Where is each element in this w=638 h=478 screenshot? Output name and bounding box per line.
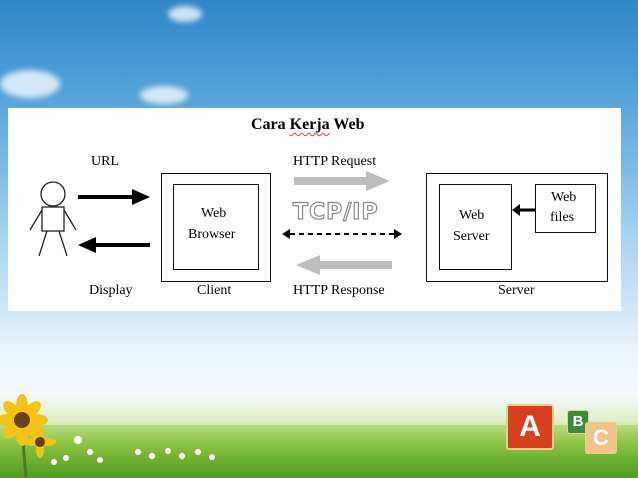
display-arrow	[78, 237, 150, 253]
url-arrow	[78, 189, 150, 205]
http-response-label: HTTP Response	[293, 283, 385, 298]
client-label: Client	[197, 283, 232, 298]
stick-figure-user	[29, 181, 77, 257]
web-server-line1: Web	[459, 208, 485, 223]
diagram-panel: Cara Kerja Web URL Display Web Browser C…	[8, 108, 621, 311]
web-browser-box	[173, 184, 259, 270]
cloud	[168, 6, 202, 22]
web-files-box	[535, 184, 596, 233]
block-a-icon: A	[506, 404, 554, 450]
block-c-icon: C	[585, 422, 617, 454]
url-label: URL	[91, 154, 119, 169]
server-label: Server	[498, 283, 535, 298]
display-label: Display	[89, 283, 133, 298]
diagram-title: Cara Kerja Web	[251, 116, 365, 133]
http-response-arrow	[296, 255, 392, 275]
http-request-label: HTTP Request	[293, 154, 377, 169]
cloud	[0, 70, 60, 98]
web-files-line1: Web	[551, 190, 577, 205]
web-files-line2: files	[550, 210, 575, 225]
web-server-line2: Server	[453, 229, 490, 244]
tcp-ip-label: TCP/IP	[292, 199, 379, 225]
http-request-arrow	[294, 171, 390, 191]
cloud	[140, 86, 188, 104]
web-server-box	[439, 184, 512, 270]
sunflower-decoration	[0, 394, 103, 478]
web-browser-line2: Browser	[188, 227, 236, 242]
web-browser-line1: Web	[201, 206, 227, 221]
web-files-to-server-arrow	[512, 204, 535, 216]
tcp-ip-dashed-arrow	[282, 229, 402, 239]
flowers-decoration	[135, 448, 215, 460]
